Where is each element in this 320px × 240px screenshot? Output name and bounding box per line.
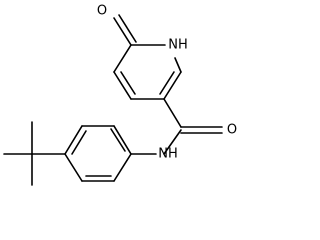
bond-c5-c4 [113, 71, 132, 100]
bond-ph-c6-c1 [113, 153, 132, 182]
bond-c3-c2 [163, 71, 182, 100]
bond-c3-carbonyl [163, 98, 182, 128]
bond-ph-c1-c2 [113, 125, 132, 155]
bond-c3-c2-inner [159, 71, 175, 95]
bond-ph-c1-c2-inner [110, 128, 126, 152]
structure-drawing: O NH O NH [3, 4, 237, 186]
molecule-canvas: O NH O NH [3, 4, 237, 186]
bond-c6-o [113, 17, 132, 46]
bond-ph-c3-c4 [64, 125, 83, 155]
bond-c6-c5 [113, 44, 132, 73]
ring-nh-label: NH [168, 38, 188, 53]
bond-carbonyl-n [163, 129, 182, 155]
ring-carbonyl-oxygen-label: O [97, 4, 107, 19]
bond-c2-n1 [174, 57, 182, 73]
bond-ph-c4-c5 [64, 153, 83, 182]
bond-c6-o-double [118, 14, 137, 43]
bond-c5-c4-inner [120, 71, 136, 95]
amide-oxygen-label: O [227, 123, 237, 138]
bond-ph-c3-c4-inner [71, 130, 87, 155]
amide-nh-label: NH [158, 147, 178, 162]
